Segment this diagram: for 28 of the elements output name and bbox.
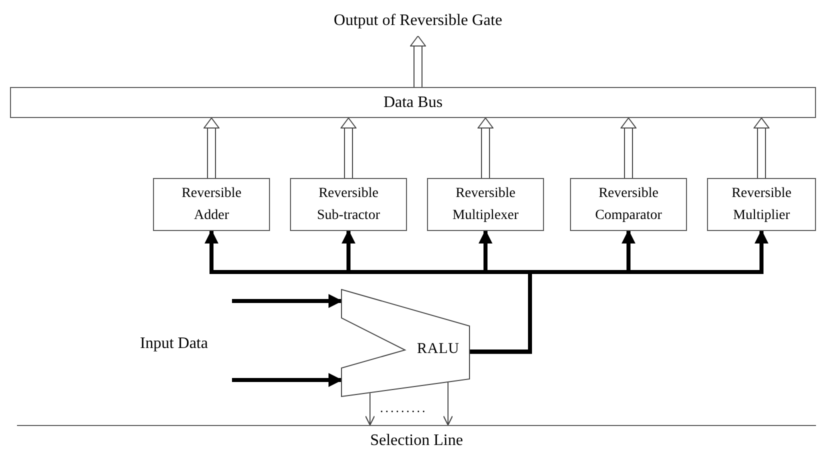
module-box [153,178,270,231]
output-label: Output of Reversible Gate [334,11,502,31]
node-label: Data Bus [383,92,443,112]
node-label: Reversible Multiplier [730,184,792,224]
hollow-arrow [620,118,636,178]
hollow-arrow [340,118,356,178]
module-box [570,178,687,231]
node-label: Selection Line [370,430,463,450]
node-label: Reversible Comparator [594,184,663,224]
node-label: Reversible Multiplexer [451,184,520,224]
module-box [707,178,816,231]
bus-arrow [232,373,342,387]
hollow-arrow [204,118,220,178]
ellipsis-dots: ......... [380,399,428,417]
ralu-label: RALU [417,340,460,359]
hollow-arrow [410,36,426,88]
bus-arrow [470,230,768,354]
module-box [290,178,407,231]
bus-arrow [232,294,342,308]
arrow [364,392,376,426]
input-label: Input Data [140,334,208,354]
arrow [442,382,454,426]
node-label: Reversible Adder [180,184,242,224]
data-bus-bar [10,87,816,118]
node-label: Reversible Sub-tractor [316,184,381,224]
module-box [427,178,544,231]
hollow-arrow [754,118,770,178]
hollow-arrow [478,118,494,178]
